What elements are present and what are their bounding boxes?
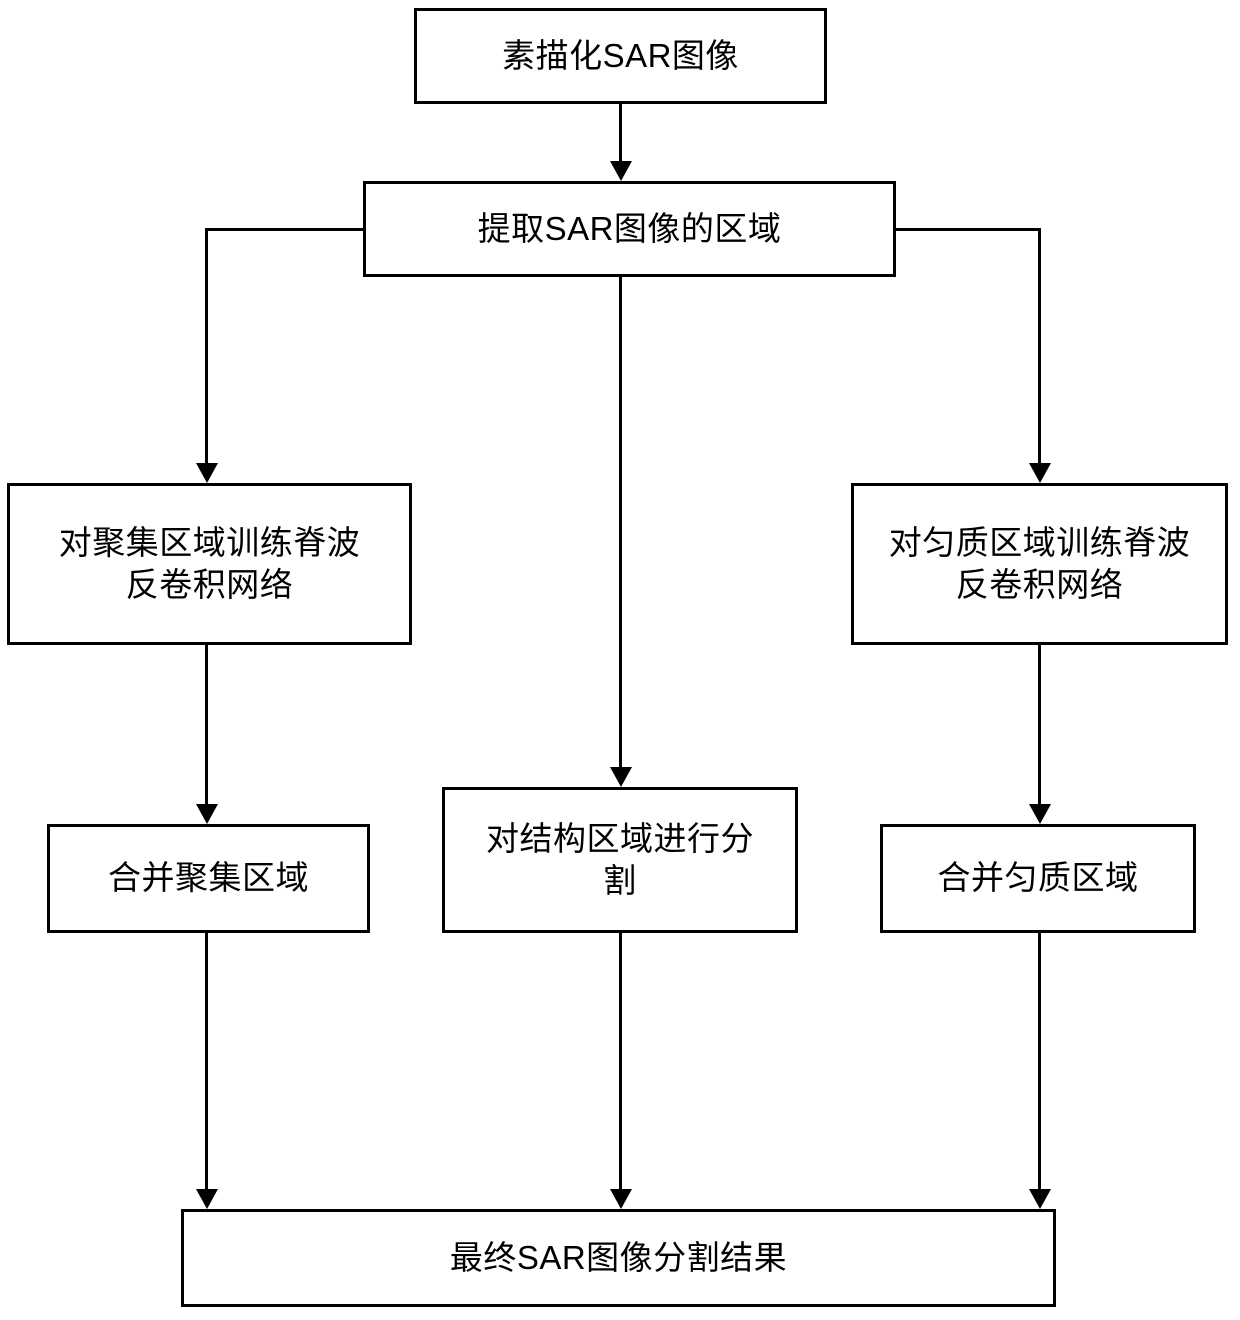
node-final-sar-segmentation-result[interactable]: 最终SAR图像分割结果 bbox=[181, 1209, 1056, 1307]
arrowhead-extract-to-segment-structure bbox=[610, 767, 632, 787]
edge-extract-to-segment-structure bbox=[619, 277, 622, 770]
node-sketch-sar-image[interactable]: 素描化SAR图像 bbox=[414, 8, 827, 104]
node-train-homogeneous-region[interactable]: 对匀质区域训练脊波 反卷积网络 bbox=[851, 483, 1228, 645]
node-train-cluster-region[interactable]: 对聚集区域训练脊波 反卷积网络 bbox=[7, 483, 412, 645]
edge-extract-to-train-cluster bbox=[205, 228, 208, 466]
arrowhead-segment-structure-to-final bbox=[610, 1189, 632, 1209]
edge-train-cluster-to-merge-cluster bbox=[205, 645, 208, 807]
edge-train-homogeneous-to-merge-homogeneous bbox=[1038, 645, 1041, 807]
edge-sketch-to-extract bbox=[619, 104, 622, 164]
node-label-train-cluster-region: 对聚集区域训练脊波 反卷积网络 bbox=[58, 523, 361, 603]
arrowhead-train-cluster-to-merge-cluster bbox=[196, 804, 218, 824]
edge-merge-cluster-to-final bbox=[205, 933, 208, 1191]
node-label-extract-region: 提取SAR图像的区域 bbox=[477, 209, 782, 247]
node-label-merge-cluster-region: 合并聚集区域 bbox=[108, 859, 309, 897]
arrowhead-merge-cluster-to-final bbox=[196, 1189, 218, 1209]
node-label-sketch-sar-image: 素描化SAR图像 bbox=[502, 36, 739, 74]
node-segment-structure-region[interactable]: 对结构区域进行分 割 bbox=[442, 787, 798, 933]
arrowhead-sketch-to-extract bbox=[610, 161, 632, 181]
arrowhead-extract-to-train-homogeneous bbox=[1029, 463, 1051, 483]
node-merge-homogeneous-region[interactable]: 合并匀质区域 bbox=[880, 824, 1196, 933]
edge-merge-homogeneous-to-final bbox=[1038, 933, 1041, 1191]
edge-extract-right-stub bbox=[894, 228, 1041, 231]
node-label-segment-structure-region: 对结构区域进行分 割 bbox=[486, 819, 754, 899]
arrowhead-merge-homogeneous-to-final bbox=[1029, 1189, 1051, 1209]
arrowhead-train-homogeneous-to-merge-homogeneous bbox=[1029, 804, 1051, 824]
node-label-train-homogeneous-region: 对匀质区域训练脊波 反卷积网络 bbox=[888, 523, 1191, 603]
edge-extract-to-train-homogeneous bbox=[1038, 228, 1041, 466]
node-merge-cluster-region[interactable]: 合并聚集区域 bbox=[47, 824, 370, 933]
edge-segment-structure-to-final bbox=[619, 933, 622, 1191]
node-label-merge-homogeneous-region: 合并匀质区域 bbox=[937, 859, 1139, 897]
edge-extract-left-stub bbox=[205, 228, 365, 231]
node-label-final-sar-segmentation-result: 最终SAR图像分割结果 bbox=[449, 1238, 788, 1276]
arrowhead-extract-to-train-cluster bbox=[196, 463, 218, 483]
node-extract-region[interactable]: 提取SAR图像的区域 bbox=[363, 181, 896, 277]
